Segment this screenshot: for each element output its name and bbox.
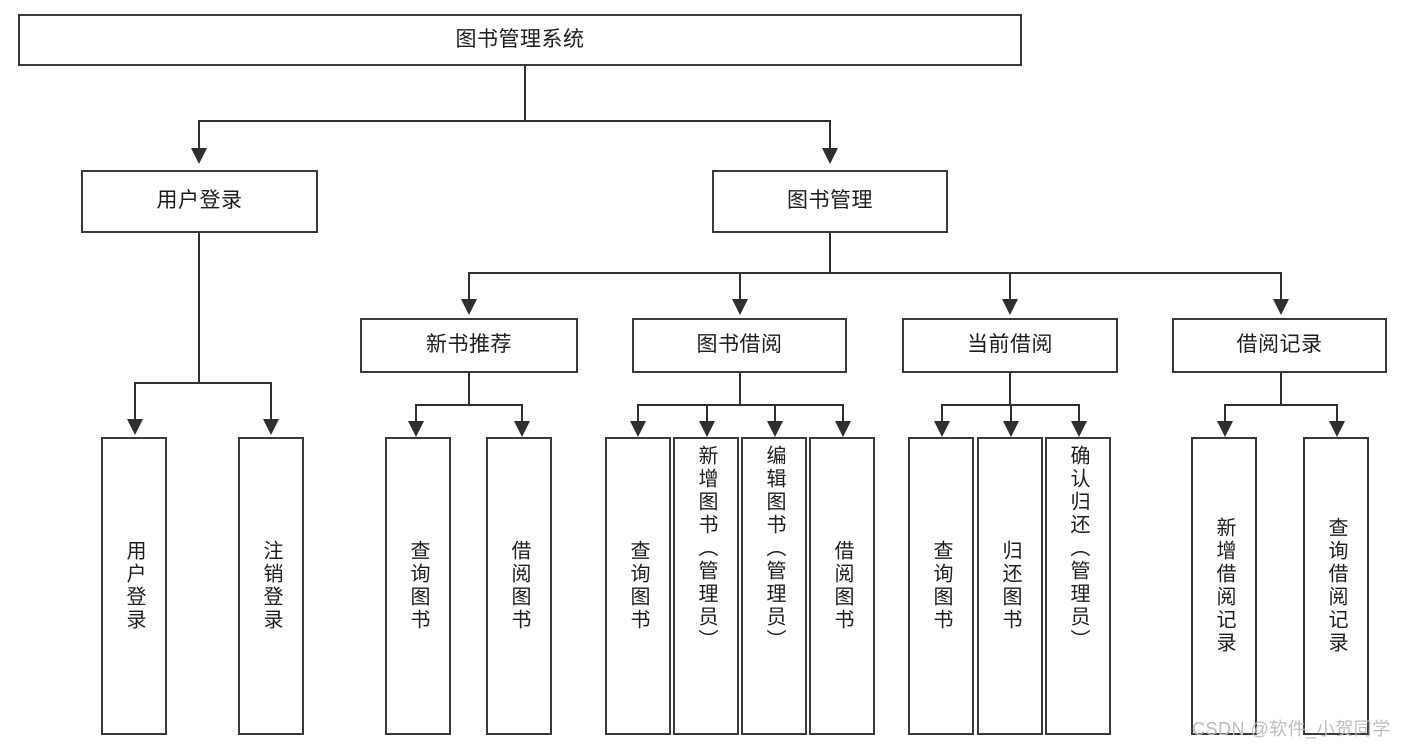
arrow-to-new-book-recommend — [461, 299, 477, 315]
node-label: 新书推荐 — [426, 333, 512, 357]
csdn-watermark: CSDN @软件_小贺同学 — [1192, 719, 1391, 739]
node-label: 用户登录 — [123, 540, 145, 632]
connector-cb-drop-3 — [1078, 404, 1080, 421]
node-label: 借阅图书 — [831, 540, 853, 632]
arrow-cb-leaf-3 — [1071, 421, 1087, 437]
connector-bb-bus — [637, 404, 844, 406]
connector-bb-stem — [739, 373, 741, 404]
connector-book-management-stem — [829, 233, 831, 272]
node-current-borrow[interactable]: 当前借阅 — [902, 318, 1118, 373]
arrow-to-borrow-record — [1273, 299, 1289, 315]
connector-cb-stem — [1009, 373, 1011, 404]
node-label: 新增图书（管理员） — [695, 445, 717, 652]
connector-root-drop-right — [829, 120, 831, 148]
connector-br-bus — [1224, 404, 1337, 406]
connector-root-drop-left — [198, 120, 200, 148]
connector-nbr-drop-1 — [415, 404, 417, 421]
arrow-root-to-user-login — [191, 148, 207, 164]
node-borrow-record[interactable]: 借阅记录 — [1172, 318, 1387, 373]
arrow-bb-leaf-2 — [699, 421, 715, 437]
arrow-bb-leaf-4 — [835, 421, 851, 437]
node-new-book-recommend[interactable]: 新书推荐 — [360, 318, 578, 373]
connector-bb-drop-2 — [706, 404, 708, 421]
connector-bm-drop-1 — [468, 272, 470, 299]
leaf-borrow-book[interactable]: 借阅图书 — [809, 437, 875, 735]
connector-bb-drop-1 — [637, 404, 639, 421]
leaf-query-book-recommend[interactable]: 查询图书 — [385, 437, 451, 735]
node-label: 查询图书 — [407, 540, 429, 632]
leaf-confirm-return-admin[interactable]: 确认归还（管理员） — [1045, 437, 1111, 735]
leaf-edit-book-admin[interactable]: 编辑图书（管理员） — [741, 437, 807, 735]
node-label: 注销登录 — [260, 540, 282, 632]
arrow-bb-leaf-3 — [767, 421, 783, 437]
connector-bm-drop-2 — [739, 272, 741, 299]
connector-br-drop-1 — [1224, 404, 1226, 421]
leaf-add-borrow-record[interactable]: 新增借阅记录 — [1191, 437, 1257, 735]
node-label: 确认归还（管理员） — [1067, 445, 1089, 652]
leaf-return-book[interactable]: 归还图书 — [977, 437, 1043, 735]
leaf-query-book-borrow[interactable]: 查询图书 — [605, 437, 671, 735]
connector-bb-drop-4 — [842, 404, 844, 421]
connector-bm-drop-4 — [1280, 272, 1282, 299]
node-book-borrow[interactable]: 图书借阅 — [632, 318, 847, 373]
node-label: 当前借阅 — [967, 333, 1053, 357]
node-label: 图书管理 — [787, 189, 873, 213]
arrow-cb-leaf-1 — [934, 421, 950, 437]
arrow-bb-leaf-1 — [630, 421, 646, 437]
arrow-root-to-book-management — [822, 148, 838, 164]
node-label: 用户登录 — [156, 189, 243, 213]
node-label: 查询图书 — [627, 540, 649, 632]
node-label: 编辑图书（管理员） — [763, 445, 785, 652]
connector-bb-drop-3 — [774, 404, 776, 421]
connector-root-stem — [524, 66, 526, 120]
connector-nbr-drop-2 — [521, 404, 523, 421]
node-label: 借阅记录 — [1236, 333, 1323, 357]
arrow-br-leaf-1 — [1217, 421, 1233, 437]
arrow-to-book-borrow — [732, 299, 748, 315]
arrow-br-leaf-2 — [1329, 421, 1345, 437]
arrow-nbr-leaf-2 — [514, 421, 530, 437]
node-label: 图书借阅 — [696, 333, 783, 357]
node-label: 新增借阅记录 — [1213, 517, 1235, 655]
arrow-to-current-borrow — [1002, 299, 1018, 315]
connector-user-login-bus — [134, 382, 271, 384]
connector-br-stem — [1280, 373, 1282, 404]
leaf-user-login[interactable]: 用户登录 — [101, 437, 167, 735]
leaf-query-borrow-record[interactable]: 查询借阅记录 — [1303, 437, 1369, 735]
connector-user-login-drop-2 — [270, 382, 272, 419]
arrow-to-leaf-user-login — [127, 419, 143, 435]
connector-cb-drop-1 — [941, 404, 943, 421]
connector-user-login-stem — [198, 233, 200, 382]
connector-user-login-drop-1 — [134, 382, 136, 419]
connector-nbr-bus — [415, 404, 522, 406]
node-label: 借阅图书 — [508, 540, 530, 632]
node-label: 图书管理系统 — [455, 27, 585, 51]
arrow-to-leaf-logout — [263, 419, 279, 435]
arrow-cb-leaf-2 — [1003, 421, 1019, 437]
leaf-borrow-book-recommend[interactable]: 借阅图书 — [486, 437, 552, 735]
node-label: 归还图书 — [999, 540, 1021, 632]
leaf-logout[interactable]: 注销登录 — [238, 437, 304, 735]
leaf-query-book-current[interactable]: 查询图书 — [908, 437, 974, 735]
node-user-login[interactable]: 用户登录 — [81, 170, 318, 233]
node-book-management[interactable]: 图书管理 — [712, 170, 948, 233]
connector-bm-drop-3 — [1009, 272, 1011, 299]
connector-br-drop-2 — [1336, 404, 1338, 421]
connector-nbr-stem — [468, 373, 470, 404]
connector-root-bus — [198, 120, 830, 122]
node-label: 查询借阅记录 — [1325, 517, 1347, 655]
node-root-book-management-system[interactable]: 图书管理系统 — [18, 14, 1022, 66]
connector-book-management-bus — [468, 272, 1280, 274]
arrow-nbr-leaf-1 — [408, 421, 424, 437]
leaf-add-book-admin[interactable]: 新增图书（管理员） — [673, 437, 739, 735]
connector-cb-drop-2 — [1010, 404, 1012, 421]
node-label: 查询图书 — [930, 540, 952, 632]
